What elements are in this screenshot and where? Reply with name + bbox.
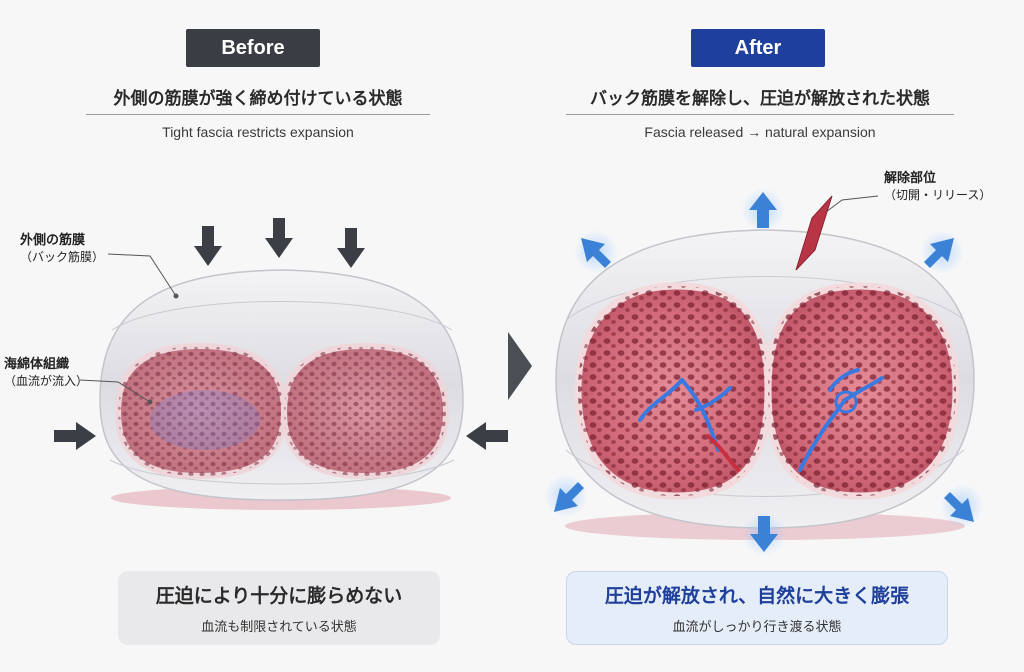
before-title-jp: 外側の筋膜が強く締め付けている状態 [113,89,403,109]
blood-vessels-left [638,378,740,472]
down-arrow-icon [265,218,293,258]
chevron-right-icon [508,332,532,400]
label-tissue-text: 海綿体組織 [4,357,70,372]
fascia-leader-line [107,253,177,297]
expand-arrow-icon [544,474,588,518]
label-tissue-sub: （血流が流入） [4,374,89,388]
expand-arrow-icon [920,230,964,274]
after-title-jp: バック筋膜を解除し、圧迫が解放された状態 [590,89,930,109]
expand-arrow-icon [940,484,984,528]
down-arrow-icon [337,228,365,268]
label-release-sub: （切開・リリース） [884,188,992,202]
before-summary-box: 圧迫により十分に膨らめない 血流も制限されている状態 [118,571,440,645]
before-badge: Before [186,29,320,67]
expand-arrow-icon [741,188,785,232]
label-release-text: 解除部位 [884,171,937,186]
after-summary-box: 圧迫が解放され、自然に大きく膨張 血流がしっかり行き渡る状態 [566,571,948,645]
expand-arrow-icon [742,512,786,556]
label-tissue: 海綿体組織 （血流が流入） [4,356,88,390]
before-summary-main: 圧迫により十分に膨らめない [155,585,403,607]
after-divider [566,114,954,115]
release-cut [795,195,833,271]
after-badge: After [691,29,825,67]
before-divider [86,114,430,115]
before-cross-section [99,269,464,510]
down-arrow-icon [194,226,222,266]
label-fascia-text: 外側の筋膜 [20,233,86,248]
after-summary-sub: 血流がしっかり行き渡る状態 [672,620,842,635]
label-release: 解除部位 （切開・リリース） [884,170,991,204]
left-arrow-icon [466,422,508,450]
blood-vessels-right [798,368,884,472]
before-title-en: Tight fascia restricts expansion [162,124,354,140]
before-summary-sub: 血流も制限されている状態 [201,620,357,635]
release-leader-line [825,195,879,213]
expand-arrow-icon [574,230,618,274]
right-arrow-icon [54,422,96,450]
label-fascia: 外側の筋膜 （バック筋膜） [20,232,104,266]
after-summary-main: 圧迫が解放され、自然に大きく膨張 [604,585,910,607]
tissue-leader-line [79,379,151,403]
label-fascia-sub: （バック筋膜） [20,250,105,264]
after-title-en: Fascia released → natural expansion [644,124,876,140]
after-cross-section [555,195,975,540]
